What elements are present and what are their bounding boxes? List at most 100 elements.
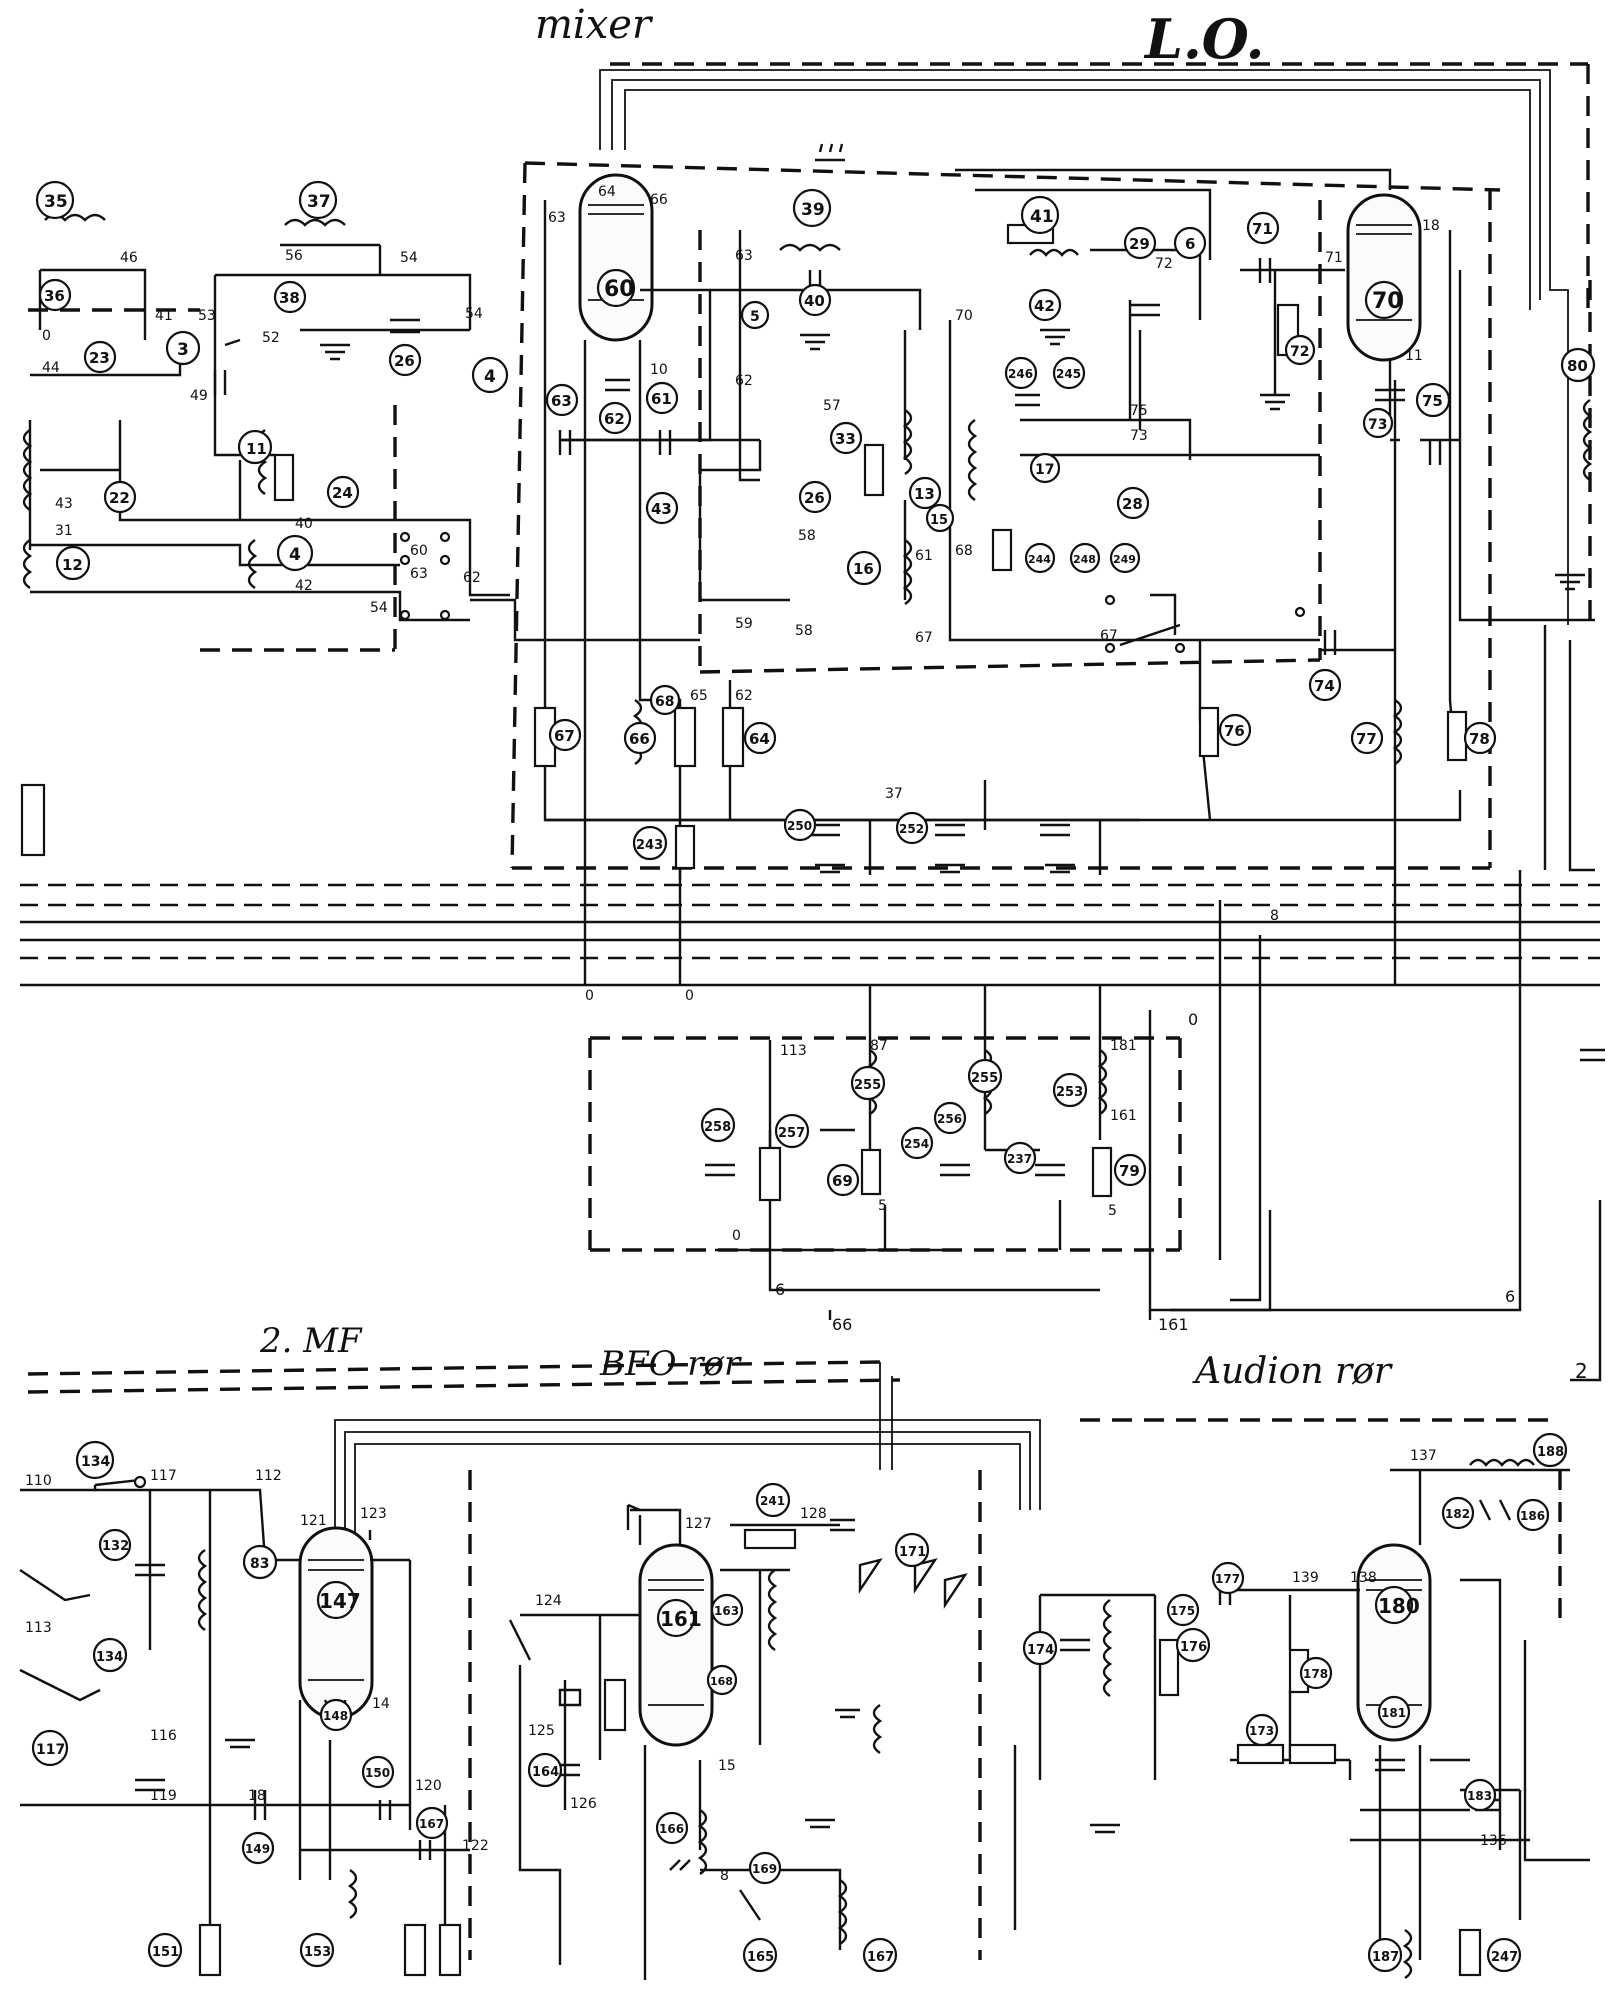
tube-2mf-label: 147 [319,1589,361,1613]
wire-number-label: 63 [410,566,428,582]
wire-number-label: 0 [685,988,694,1004]
component-42: 42 [1034,297,1055,315]
component-188: 188 [1537,1445,1564,1460]
component-176: 176 [1180,1640,1207,1655]
component-247: 247 [1491,1950,1518,1965]
component-163: 163 [714,1604,739,1618]
wire-number-label: 71 [1325,250,1343,266]
component-256: 256 [937,1112,962,1126]
wire-number-label: 70 [955,308,973,324]
wire-number-label: 139 [1292,1570,1319,1586]
wire-number-label: 54 [400,250,418,266]
tube-lo: 70 [1346,193,1422,362]
wire-number-label: 6 [1505,1287,1515,1306]
component-33: 33 [835,430,856,448]
tube-audion: 180 [1356,1543,1432,1742]
tube-mixer: 60 [578,173,654,342]
wire-number-label: 10 [650,362,668,378]
tube-mixer-label: 60 [604,277,635,302]
shield-outlines [27,62,1592,1960]
component-62: 62 [604,410,625,428]
component-174: 174 [1027,1643,1054,1658]
wire-number-label: 112 [255,1468,282,1484]
component-186: 186 [1520,1509,1545,1523]
wire-number-label: 125 [528,1723,555,1739]
component-249: 249 [1113,553,1136,566]
component-134-mid: 134 [96,1650,123,1665]
label-mixer: mixer [535,2,654,48]
tube-2mf: 147 [298,1526,374,1720]
wire-number-label: 43 [55,496,73,512]
capacitors [135,258,1605,1871]
wire-number-label: 15 [718,1758,736,1774]
wire-number-label: 0 [1188,1010,1198,1029]
component-175: 175 [1170,1604,1195,1618]
wire-number-label: 181 [1110,1038,1137,1054]
component-173: 173 [1249,1724,1274,1738]
component-78: 78 [1469,730,1490,748]
component-40: 40 [804,292,825,310]
component-75: 75 [1422,392,1443,410]
wire-number-label: 54 [370,600,388,616]
wire-number-label: 2 [1575,1359,1588,1383]
label-lo: L.O. [1143,7,1264,71]
component-4-bottom: 4 [289,545,301,565]
wire-number-label: 62 [735,688,753,704]
wire-number-label: 46 [120,250,138,266]
component-71: 71 [1252,220,1273,238]
component-148: 148 [323,1709,348,1723]
wire-number-label: 87 [870,1038,888,1054]
component-252: 252 [899,822,924,836]
ground-symbols [225,143,1585,1834]
wire-number-label: 0 [42,328,51,344]
component-182: 182 [1445,1507,1470,1521]
wire-number-label: 72 [1155,256,1173,272]
component-43: 43 [651,500,672,518]
component-16: 16 [853,560,874,578]
wire-number-label: 66 [650,192,668,208]
component-74: 74 [1314,677,1335,695]
component-77: 77 [1356,730,1377,748]
component-134-top: 134 [81,1454,110,1470]
component-29: 29 [1129,235,1150,253]
wire-number-label: 56 [285,248,303,264]
tube-audion-label: 180 [1378,1594,1420,1618]
component-255-left: 255 [854,1078,881,1093]
component-183: 183 [1467,1789,1492,1803]
wire-number-label: 42 [295,578,313,594]
component-167-right: 167 [867,1950,894,1965]
component-250: 250 [787,819,812,833]
component-241: 241 [760,1494,785,1508]
wire-number-label: 120 [415,1778,442,1794]
label-2mf: 2. MF [259,1321,363,1361]
wire-number-label: 40 [295,516,313,532]
wire-number-label: 37 [885,786,903,802]
component-68: 68 [655,694,674,710]
wire-number-label: 67 [915,630,933,646]
component-167-left: 167 [419,1817,444,1831]
component-253: 253 [1056,1085,1083,1100]
wiring-bottom [20,1468,1590,1980]
wire-number-label: 31 [55,523,73,539]
component-244: 244 [1028,553,1051,566]
wire-number-label: 54 [465,306,483,322]
wire-number-label: 57 [823,398,841,414]
wire-number-label: 59 [735,616,753,632]
component-35: 35 [44,192,68,212]
wire-number-label: 8 [720,1868,729,1884]
component-171: 171 [899,1545,926,1560]
wire-number-label: 124 [535,1593,562,1609]
component-39: 39 [801,200,825,220]
component-79: 79 [1119,1162,1140,1180]
component-64: 64 [749,730,770,748]
component-11: 11 [246,440,267,458]
wire-number-label: 62 [463,570,481,586]
component-177: 177 [1215,1572,1240,1586]
wire-number-label: 161 [1110,1108,1137,1124]
switches [19,338,1306,1707]
wire-number-label: 68 [955,543,973,559]
component-24: 24 [332,484,353,502]
label-audion: Audion rør [1192,1351,1393,1392]
component-246: 246 [1008,367,1033,381]
